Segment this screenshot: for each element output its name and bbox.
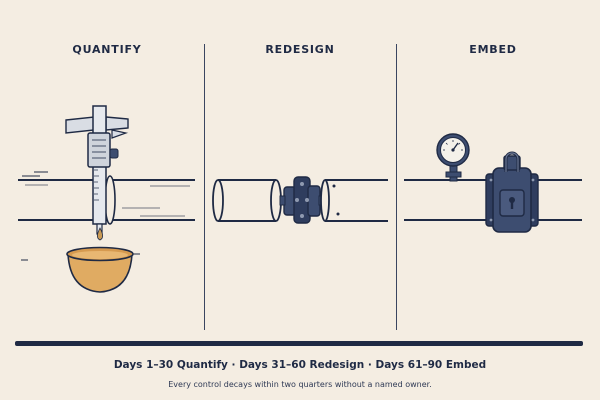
- flange: [279, 176, 325, 224]
- timeline-bar: [15, 341, 583, 346]
- panel-title-redesign: REDESIGN: [265, 43, 335, 56]
- panel-title-embed: EMBED: [469, 43, 517, 56]
- footnote: Every control decays within two quarters…: [168, 380, 432, 389]
- timeline-text: Days 1–30 Quantify · Days 31–60 Redesign…: [113, 359, 487, 371]
- caliper-drip-bowl-icon: [18, 105, 195, 293]
- panel-divider: [204, 44, 205, 330]
- gauge-locked-valve-icon: [404, 133, 582, 233]
- panel-title-quantify: QUANTIFY: [72, 43, 142, 56]
- pipe-segment-left: [212, 179, 282, 222]
- panel-divider: [396, 44, 397, 330]
- padlock-icon: [499, 151, 525, 217]
- caliper: [65, 105, 129, 235]
- pipe-segment-right: [320, 179, 388, 222]
- bowl: [21, 246, 140, 293]
- pressure-gauge-icon: [436, 133, 470, 182]
- drip-drop: [96, 227, 104, 241]
- pipe-flange-icon: [212, 176, 388, 224]
